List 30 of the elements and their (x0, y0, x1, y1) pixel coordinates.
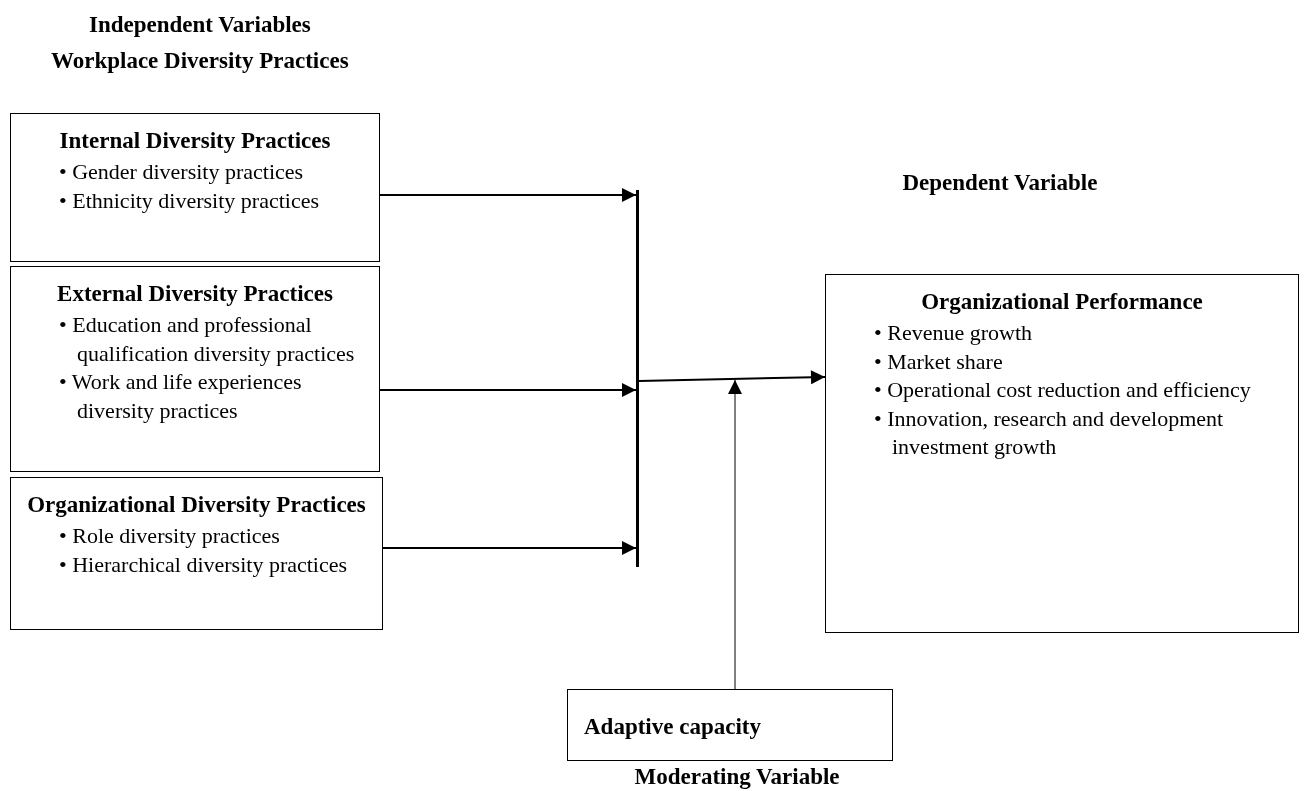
box-heading: Organizational Diversity Practices (26, 492, 367, 518)
box-heading: Adaptive capacity (584, 714, 762, 740)
arrow (379, 188, 637, 202)
list-item: • Work and life experiences diversity practices (59, 368, 303, 425)
box-heading: Organizational Performance (920, 289, 1204, 315)
arrow (728, 379, 742, 690)
list-item: • Ethnicity diversity practices (59, 186, 320, 215)
text-box (567, 689, 893, 761)
variable-label: Independent Variables (89, 12, 311, 38)
box-heading: External Diversity Practices (56, 281, 334, 307)
list-item: • Role diversity practices (59, 522, 281, 550)
text-box (10, 477, 383, 630)
list-item: • Gender diversity practices (59, 158, 305, 186)
variable-label: Moderating Variable (634, 764, 840, 790)
list-item: • Hierarchical diversity practices (59, 550, 349, 579)
list-item: • Innovation, research and development investment growth (874, 404, 1225, 462)
arrow (638, 370, 826, 385)
text-box (825, 274, 1299, 633)
arrow (379, 383, 637, 397)
box-heading: Internal Diversity Practices (58, 128, 332, 154)
arrow (382, 541, 637, 555)
list-item: • Revenue growth (874, 319, 1033, 347)
variable-label: Dependent Variable (902, 170, 1098, 196)
list-item: • Operational cost reduction and efficiency (874, 376, 1252, 405)
junction-bar (636, 190, 639, 567)
text-box (10, 266, 380, 472)
variable-label: Workplace Diversity Practices (51, 48, 349, 74)
text-box (10, 113, 380, 262)
list-item: • Education and professional qualification diversity practices (59, 311, 356, 368)
list-item: • Market share (874, 347, 1004, 376)
